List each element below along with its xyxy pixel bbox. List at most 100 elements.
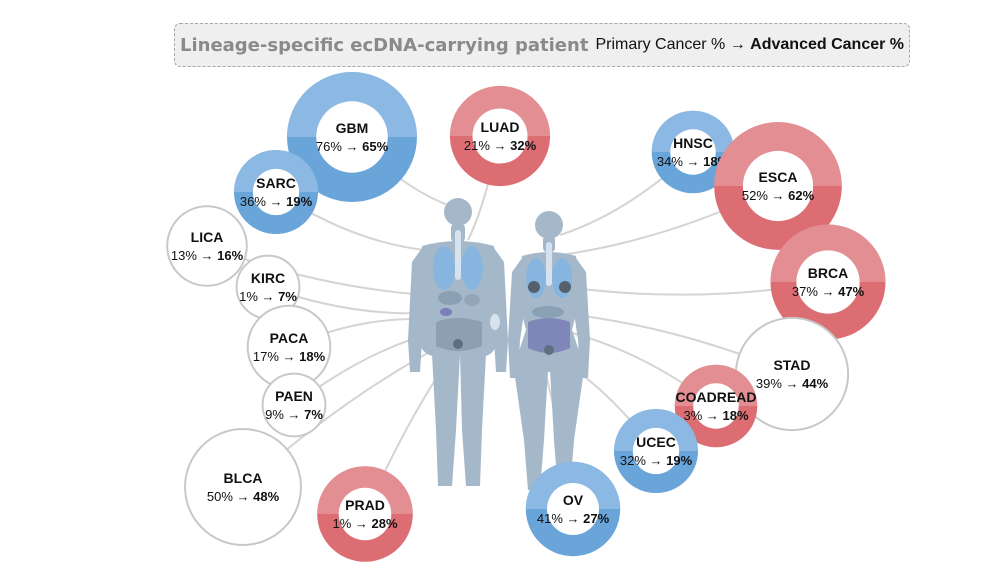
advanced-value: 18% bbox=[722, 408, 748, 423]
bubble-prad: PRAD 1% → 28% bbox=[317, 466, 413, 562]
female-body-figure bbox=[490, 211, 590, 490]
advanced-value: 18% bbox=[299, 349, 325, 364]
primary-value: 17% → bbox=[253, 349, 299, 364]
female-right-leg bbox=[550, 370, 584, 490]
title-main: Lineage-specific ecDNA-carrying patient bbox=[179, 34, 589, 56]
female-stomach bbox=[532, 306, 564, 318]
primary-value: 52% → bbox=[742, 188, 788, 203]
title-subtitle: Primary Cancer % → Advanced Cancer % bbox=[595, 36, 904, 54]
bubble-name-ucec: UCEC bbox=[636, 434, 676, 450]
male-right-leg bbox=[460, 354, 486, 486]
primary-value: 39% → bbox=[756, 376, 802, 391]
cancer-bubbles: GBM 76% → 65% LUAD 21% → 32% HNSC 34% → 18% ES… bbox=[166, 72, 886, 562]
advanced-value: 47% bbox=[838, 284, 864, 299]
female-left-breast bbox=[528, 281, 540, 293]
bubble-brca: BRCA 37% → 47% bbox=[770, 224, 886, 340]
bubble-name-luad: LUAD bbox=[481, 119, 520, 135]
female-right-breast bbox=[559, 281, 571, 293]
male-prostate bbox=[453, 339, 463, 349]
bubble-core-blca bbox=[188, 432, 298, 542]
bubble-name-ov: OV bbox=[563, 492, 584, 508]
bubble-core-brca bbox=[796, 250, 860, 314]
bubble-blca: BLCA 50% → 48% bbox=[184, 428, 302, 546]
bubble-core-gbm bbox=[316, 101, 388, 173]
primary-value: 3% → bbox=[683, 408, 722, 423]
female-intestines bbox=[528, 318, 570, 353]
male-left-arm bbox=[408, 248, 426, 372]
bubble-paca: PACA 17% → 18% bbox=[246, 304, 332, 390]
bubble-gbm: GBM 76% → 65% bbox=[287, 72, 417, 202]
bubble-core-sarc bbox=[252, 168, 300, 216]
bubble-core-paen bbox=[265, 376, 323, 434]
male-left-leg bbox=[432, 354, 460, 486]
bubble-luad: LUAD 21% → 32% bbox=[449, 85, 551, 187]
bubble-name-brca: BRCA bbox=[808, 265, 848, 281]
primary-value: 76% → bbox=[316, 139, 362, 154]
bubble-core-ucec bbox=[632, 427, 680, 475]
bubble-values-ov: 41% → 27% bbox=[537, 511, 610, 526]
bubble-coadread: COADREAD 3% → 18% bbox=[674, 364, 758, 448]
bubble-core-ov bbox=[547, 483, 599, 535]
male-right-lung bbox=[461, 246, 483, 290]
bubble-values-luad: 21% → 32% bbox=[464, 138, 537, 153]
bubble-core-stad bbox=[738, 320, 846, 428]
bubble-name-prad: PRAD bbox=[345, 497, 385, 513]
bubble-name-coadread: COADREAD bbox=[676, 389, 757, 405]
male-body-figure bbox=[408, 198, 508, 486]
female-left-leg bbox=[514, 370, 548, 490]
bubble-ucec: UCEC 32% → 19% bbox=[613, 408, 699, 494]
title-box: Lineage-specific ecDNA-carrying patient … bbox=[174, 23, 910, 67]
female-left-arm bbox=[508, 258, 526, 378]
male-head bbox=[444, 198, 472, 226]
male-left-lung bbox=[433, 246, 455, 290]
female-head bbox=[535, 211, 563, 239]
bubble-values-lica: 13% → 16% bbox=[171, 248, 244, 263]
bubble-name-hnsc: HNSC bbox=[673, 135, 713, 151]
bubble-name-blca: BLCA bbox=[224, 470, 263, 486]
bubble-name-gbm: GBM bbox=[336, 120, 369, 136]
primary-value: 1% → bbox=[332, 516, 371, 531]
male-right-arm bbox=[490, 248, 508, 372]
bubble-name-sarc: SARC bbox=[256, 175, 296, 191]
primary-value: 13% → bbox=[171, 248, 217, 263]
advanced-value: 32% bbox=[510, 138, 536, 153]
bubble-lica: LICA 13% → 16% bbox=[166, 205, 248, 287]
primary-value: 50% → bbox=[207, 489, 253, 504]
primary-value: 32% → bbox=[620, 453, 666, 468]
bubble-name-paca: PACA bbox=[270, 330, 309, 346]
bubble-core-prad bbox=[338, 487, 392, 541]
bubble-core-paca bbox=[250, 308, 328, 386]
male-hand-highlight bbox=[490, 314, 500, 330]
bubble-values-blca: 50% → 48% bbox=[207, 489, 280, 504]
advanced-value: 7% bbox=[304, 407, 323, 422]
bubble-values-paen: 9% → 7% bbox=[265, 407, 323, 422]
primary-value: 21% → bbox=[464, 138, 510, 153]
advanced-value: 65% bbox=[362, 139, 388, 154]
bubble-core-luad bbox=[472, 108, 528, 164]
bubble-name-kirc: KIRC bbox=[251, 270, 285, 286]
bubble-values-ucec: 32% → 19% bbox=[620, 453, 693, 468]
male-stomach bbox=[464, 294, 480, 306]
bubble-name-paen: PAEN bbox=[275, 388, 313, 404]
bubble-core-coadread bbox=[693, 383, 739, 429]
male-liver bbox=[438, 291, 462, 305]
primary-value: 37% → bbox=[792, 284, 838, 299]
bubble-values-prad: 1% → 28% bbox=[332, 516, 397, 531]
title-advanced-label: Advanced Cancer % bbox=[750, 36, 905, 53]
bubble-name-lica: LICA bbox=[191, 229, 224, 245]
bubble-core-esca bbox=[742, 150, 814, 222]
primary-value: 9% → bbox=[265, 407, 304, 422]
female-right-arm bbox=[572, 258, 590, 378]
bubble-paen: PAEN 9% → 7% bbox=[261, 372, 327, 438]
bubble-values-gbm: 76% → 65% bbox=[316, 139, 389, 154]
primary-value: 34% → bbox=[657, 154, 703, 169]
primary-value: 1% → bbox=[239, 289, 278, 304]
male-intestines bbox=[436, 318, 482, 351]
